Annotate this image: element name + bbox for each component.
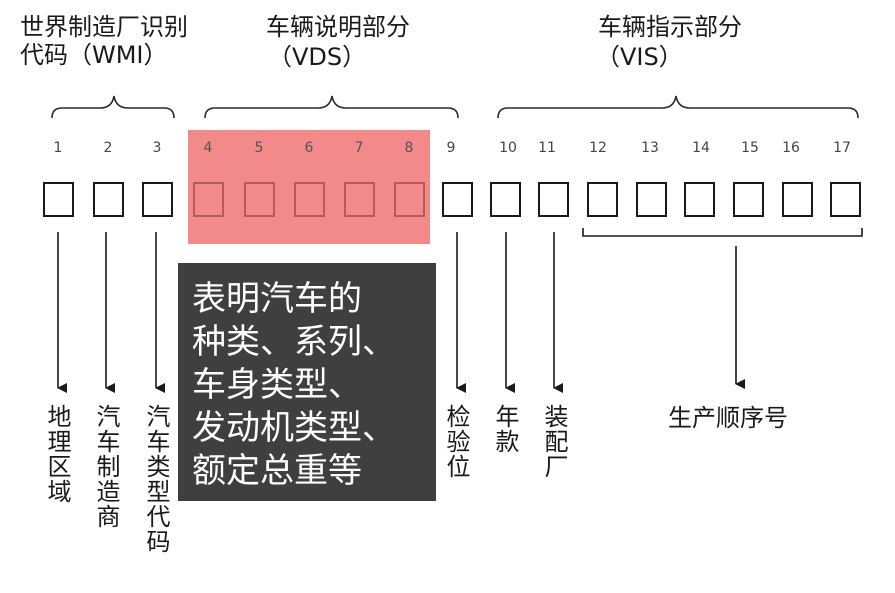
vis-brace [497, 95, 859, 119]
label-model-year: 年款 [491, 404, 519, 454]
label-check-digit: 检验位 [442, 404, 470, 479]
vin-char-box [93, 182, 124, 217]
position-number: 4 [203, 140, 213, 156]
vin-char-box [442, 182, 473, 217]
wmi-subtitle: 代码（WMI） [20, 41, 168, 69]
vin-char-box [490, 182, 521, 217]
position-number: 16 [782, 140, 800, 156]
vin-char-box [587, 182, 618, 217]
position-number: 14 [692, 140, 710, 156]
vin-char-box [344, 182, 375, 217]
label-region: 地理区域 [43, 404, 71, 504]
wmi-brace [51, 95, 175, 119]
vin-char-box [636, 182, 667, 217]
position-number: 5 [254, 140, 264, 156]
label-serial-number: 生产顺序号 [668, 404, 788, 432]
position-number: 7 [354, 140, 364, 156]
vin-char-box [684, 182, 715, 217]
vin-char-box [394, 182, 425, 217]
label-vehicle-type-code: 汽车类型代码 [142, 404, 170, 554]
position-number: 2 [103, 140, 113, 156]
vds-subtitle: （VDS） [268, 43, 367, 71]
vin-char-box [244, 182, 275, 217]
vis-subtitle: （VIS） [596, 43, 683, 71]
position-number: 3 [152, 140, 162, 156]
vds-note-line: 表明汽车的 [192, 279, 362, 319]
vin-char-box [193, 182, 224, 217]
position-number: 12 [589, 140, 607, 156]
position-number: 9 [446, 140, 456, 156]
vin-char-box [782, 182, 813, 217]
position-number: 1 [53, 140, 63, 156]
vds-note-line: 种类、系列、 [192, 322, 396, 362]
position-number: 13 [641, 140, 659, 156]
vin-char-box [43, 182, 74, 217]
position-number: 17 [833, 140, 851, 156]
position-number: 6 [304, 140, 314, 156]
vin-char-box [142, 182, 173, 217]
vin-char-box [733, 182, 764, 217]
vds-brace [204, 95, 459, 119]
label-manufacturer: 汽车制造商 [92, 404, 120, 529]
vin-char-box [830, 182, 861, 217]
vin-char-box [538, 182, 569, 217]
serial-bracket [582, 228, 863, 237]
position-number: 11 [538, 140, 556, 156]
position-number: 15 [741, 140, 759, 156]
wmi-title: 世界制造厂识别 [20, 13, 188, 41]
vds-description-panel: 表明汽车的 种类、系列、 车身类型、 发动机类型、 额定总重等 [178, 263, 436, 501]
vin-char-box [294, 182, 325, 217]
vds-note-line: 发动机类型、 [192, 408, 396, 448]
position-number: 10 [499, 140, 517, 156]
position-number: 8 [404, 140, 414, 156]
vds-highlight [188, 130, 430, 244]
vis-title: 车辆指示部分 [598, 13, 742, 41]
label-assembly-plant: 装配厂 [540, 404, 568, 479]
vds-title: 车辆说明部分 [266, 13, 410, 41]
vds-note-line: 额定总重等 [192, 451, 362, 491]
vds-note-line: 车身类型、 [192, 365, 362, 405]
